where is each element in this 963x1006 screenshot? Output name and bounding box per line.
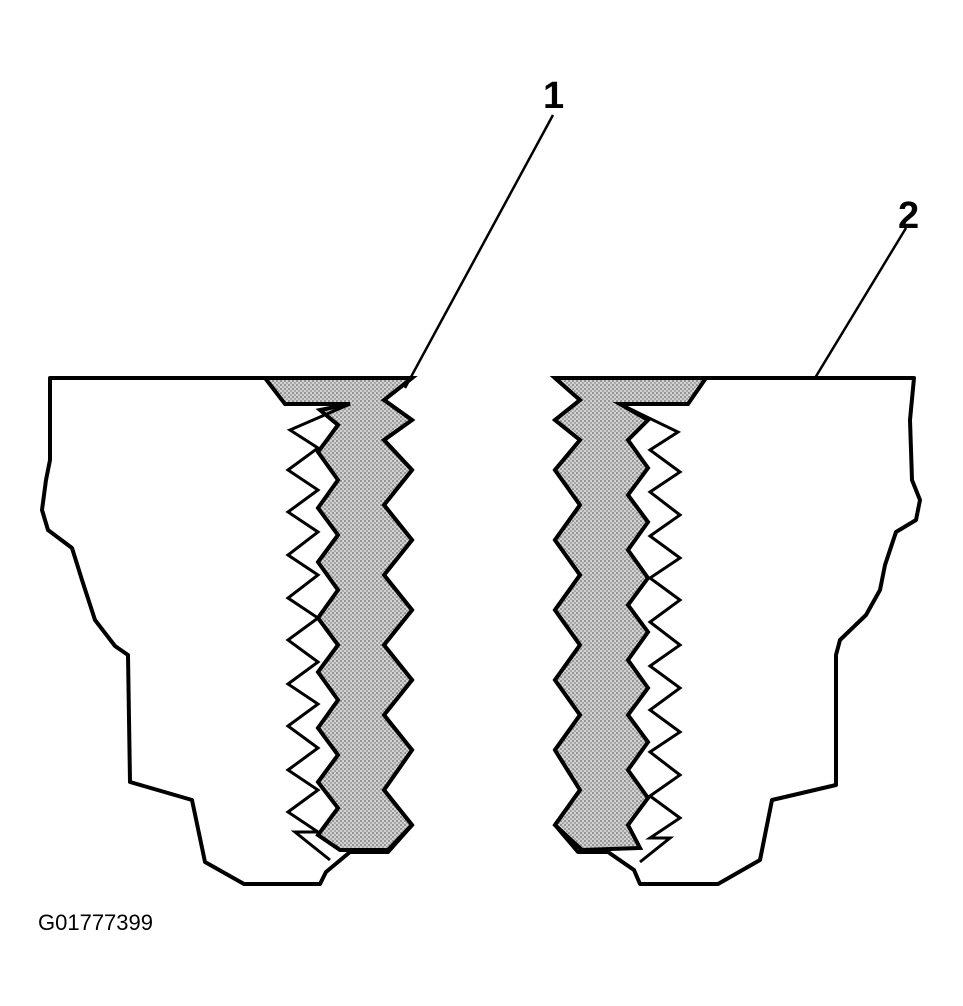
left-housing-thread-edge bbox=[285, 402, 351, 862]
callout-1-leader bbox=[403, 114, 555, 389]
callout-2-number: 2 bbox=[898, 195, 919, 237]
right-housing-thread-edge bbox=[619, 402, 683, 864]
callout-1-number: 1 bbox=[543, 75, 564, 117]
figure-id: G01777399 bbox=[38, 910, 153, 935]
callout-2-leader bbox=[813, 227, 908, 379]
left-thread-insert bbox=[260, 376, 418, 852]
right-thread-insert bbox=[549, 376, 710, 853]
